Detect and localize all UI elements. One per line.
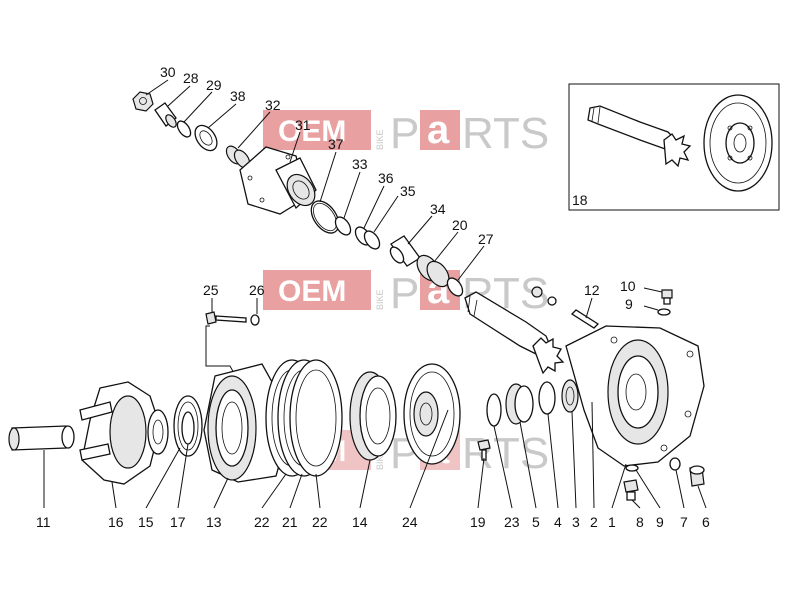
label-25: 25 (203, 282, 219, 298)
label-22-b: 22 (312, 514, 328, 530)
callout-labels: 30 28 29 38 32 31 37 33 36 35 34 20 27 2… (36, 64, 710, 530)
label-11: 11 (36, 514, 51, 530)
label-19: 19 (470, 514, 486, 530)
watermark-oem-text: OEM (278, 115, 346, 148)
part-8-bolt (623, 479, 639, 493)
watermark-bike-text: BIKE (375, 289, 385, 310)
part-3-seal (561, 379, 579, 413)
label-9-top: 9 (625, 296, 633, 312)
label-34: 34 (430, 201, 446, 217)
inset-pinion-crown-box: 18 (568, 83, 780, 211)
part-26-washer (250, 314, 260, 326)
watermark-p-text: P (390, 109, 419, 158)
label-35: 35 (400, 183, 416, 199)
part-25-bolt-shank (215, 315, 247, 323)
label-33: 33 (352, 156, 368, 172)
label-18: 18 (572, 192, 588, 208)
pinion-teeth (532, 337, 565, 375)
small-nut (531, 286, 543, 298)
label-14: 14 (352, 514, 368, 530)
watermark-a-text: a (427, 108, 450, 152)
small-washer (547, 296, 557, 306)
part-9-washer-top (657, 308, 671, 316)
label-10: 10 (620, 278, 636, 294)
part-23-ring (486, 393, 502, 427)
part-29-washer (176, 120, 192, 138)
part-7-ring (669, 457, 681, 471)
pinion-shaft (205, 286, 673, 376)
label-31: 31 (295, 117, 311, 133)
label-21: 21 (282, 514, 298, 530)
part-10-screw (661, 289, 673, 299)
watermark-bike-text: BIKE (375, 129, 385, 150)
label-15: 15 (138, 514, 154, 530)
label-6: 6 (702, 514, 710, 530)
label-27: 27 (478, 231, 494, 247)
label-29: 29 (206, 77, 222, 93)
label-2: 2 (590, 514, 598, 530)
part-37-oring (310, 200, 340, 234)
label-36: 36 (378, 170, 394, 186)
label-17: 17 (170, 514, 186, 530)
part-35-ring (363, 230, 381, 250)
label-37: 37 (328, 136, 344, 152)
watermark-rts-text: RTS (462, 109, 549, 158)
lower-assembly (8, 325, 705, 501)
label-20: 20 (452, 217, 468, 233)
label-28: 28 (183, 70, 199, 86)
leader-lines (43, 79, 707, 509)
part-30-nut (132, 91, 154, 112)
part-17-ring (181, 411, 195, 445)
part-11-sleeve (11, 425, 71, 451)
label-9: 9 (656, 514, 664, 530)
part-19-screw (477, 439, 491, 451)
part-38-seal (194, 124, 218, 152)
label-4: 4 (554, 514, 562, 530)
watermark-oem-text: OEM (278, 275, 346, 308)
part-27-ring (446, 277, 464, 297)
label-23: 23 (504, 514, 520, 530)
watermark-rts-text: RTS (462, 429, 549, 478)
part-22-shim-b (289, 359, 343, 477)
watermark-top: OEM BIKE P a RTS (263, 108, 549, 158)
watermark-bike-text: BIKE (375, 449, 385, 470)
inset-pinion-teeth (663, 133, 692, 168)
label-13: 13 (206, 514, 222, 530)
label-8: 8 (636, 514, 644, 530)
label-7: 7 (680, 514, 688, 530)
label-5: 5 (532, 514, 540, 530)
part-4-ring (538, 381, 556, 415)
label-26: 26 (249, 282, 265, 298)
label-30: 30 (160, 64, 176, 80)
label-32: 32 (265, 97, 281, 113)
part-33-ring (334, 216, 352, 236)
part-9-washer (625, 464, 639, 472)
label-38: 38 (230, 88, 246, 104)
label-16: 16 (108, 514, 124, 530)
watermark-p-text: P (390, 269, 419, 318)
label-22-a: 22 (254, 514, 270, 530)
label-24: 24 (402, 514, 418, 530)
part-25-bolt-head (205, 311, 217, 325)
part-12-stud (570, 309, 600, 329)
label-12: 12 (584, 282, 600, 298)
inset-pinion-shaft (587, 105, 677, 151)
label-3: 3 (572, 514, 580, 530)
label-1: 1 (608, 514, 616, 530)
part-11-end (8, 427, 20, 451)
upper-assembly (132, 91, 464, 297)
